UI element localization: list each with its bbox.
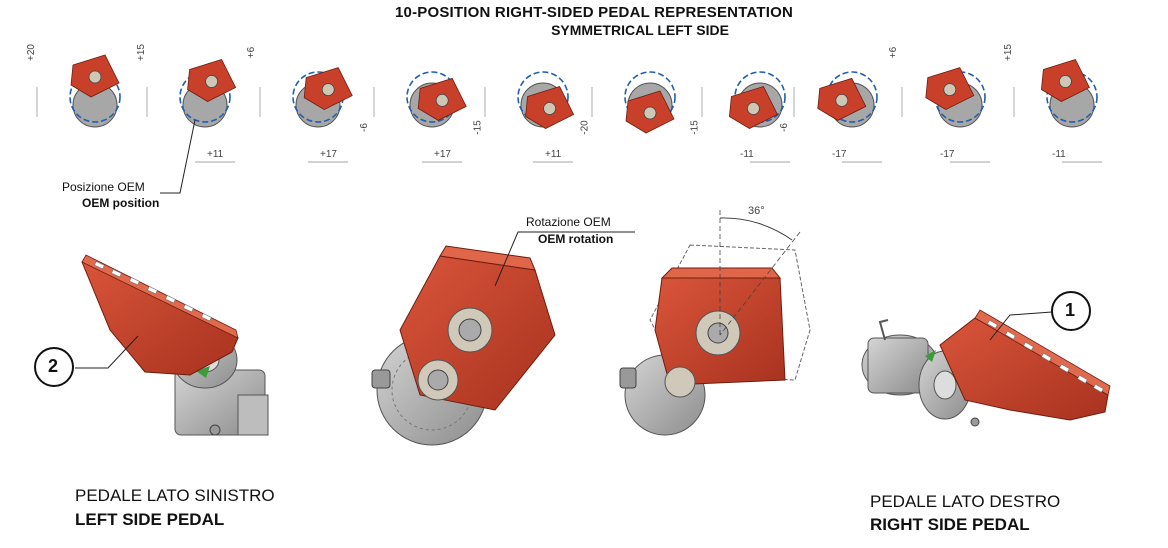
position-view — [484, 71, 575, 163]
callout-2-number: 2 — [48, 356, 59, 376]
position-bolt — [747, 102, 760, 115]
right-pedal-drawing — [861, 309, 1111, 427]
position-vertical-offset: +15 — [135, 44, 147, 61]
right-pedal-label-en: RIGHT SIDE PEDAL — [870, 515, 1030, 534]
oem-rotation-label-en: OEM rotation — [538, 232, 614, 246]
position-vertical-offset: +6 — [246, 46, 258, 59]
position-vertical-offset: -6 — [358, 123, 370, 132]
position-row — [36, 54, 1102, 163]
position-bolt — [205, 75, 219, 88]
position-vertical-offset: -20 — [579, 120, 591, 135]
position-view — [146, 59, 237, 163]
position-horizontal-offset: -11 — [1052, 149, 1066, 160]
callout-1-circle — [1051, 291, 1091, 331]
position-horizontal-offset: +11 — [207, 149, 224, 160]
oem-position-label-en: OEM position — [82, 196, 160, 210]
position-view — [591, 71, 676, 134]
position-range-circle — [826, 71, 878, 123]
position-bolt — [435, 94, 449, 107]
position-vertical-offset: +20 — [25, 44, 37, 61]
position-bolt — [943, 83, 957, 96]
position-horizontal-offset: -17 — [940, 149, 955, 160]
right-pedal-label-it: PEDALE LATO DESTRO — [870, 492, 1061, 511]
position-vertical-offset: -15 — [689, 120, 701, 135]
position-bolt — [321, 83, 335, 96]
oem-rotation-label-it: Rotazione OEM — [526, 215, 611, 229]
rotation-angle-drawing — [619, 210, 811, 436]
position-bolt — [88, 70, 102, 84]
position-horizontal-offset: -11 — [740, 149, 754, 160]
callout-1-number: 1 — [1065, 300, 1076, 320]
diagram-title: 10-POSITION RIGHT-SIDED PEDAL REPRESENTA… — [394, 4, 794, 21]
position-vertical-offset: -6 — [778, 123, 790, 132]
position-horizontal-offset: +11 — [545, 149, 562, 160]
position-bolt — [835, 94, 849, 107]
position-horizontal-offset: -17 — [832, 149, 847, 160]
diagram-subtitle: SYMMETRICAL LEFT SIDE — [551, 22, 729, 38]
callout-1-leader — [989, 311, 1053, 341]
position-view — [901, 67, 990, 163]
position-view — [259, 67, 353, 163]
left-pedal-label-en: LEFT SIDE PEDAL — [75, 510, 225, 529]
position-vertical-offset: +6 — [888, 46, 900, 59]
oem-rotation-drawing — [371, 245, 556, 446]
position-view — [1013, 59, 1102, 163]
left-pedal-label-it: PEDALE LATO SINISTRO — [75, 486, 275, 505]
position-view — [36, 54, 121, 128]
callout-2-circle — [34, 347, 74, 387]
position-vertical-offset: +15 — [1002, 44, 1014, 61]
position-bolt — [543, 102, 556, 115]
position-horizontal-offset: +17 — [320, 149, 337, 160]
callout-2-leader — [75, 335, 139, 369]
position-view — [373, 71, 467, 163]
oem-rotation-leader — [494, 231, 635, 287]
position-bolt — [1059, 75, 1072, 88]
position-vertical-offset: -15 — [472, 120, 484, 135]
oem-position-label-it: Posizione OEM — [62, 180, 145, 194]
rotation-angle-label: 36° — [748, 205, 765, 217]
left-pedal-drawing — [81, 254, 269, 436]
position-view — [793, 71, 882, 163]
position-horizontal-offset: +17 — [434, 149, 451, 160]
oem-position-leader — [160, 119, 196, 194]
position-bolt — [643, 106, 657, 120]
position-view — [701, 71, 790, 163]
